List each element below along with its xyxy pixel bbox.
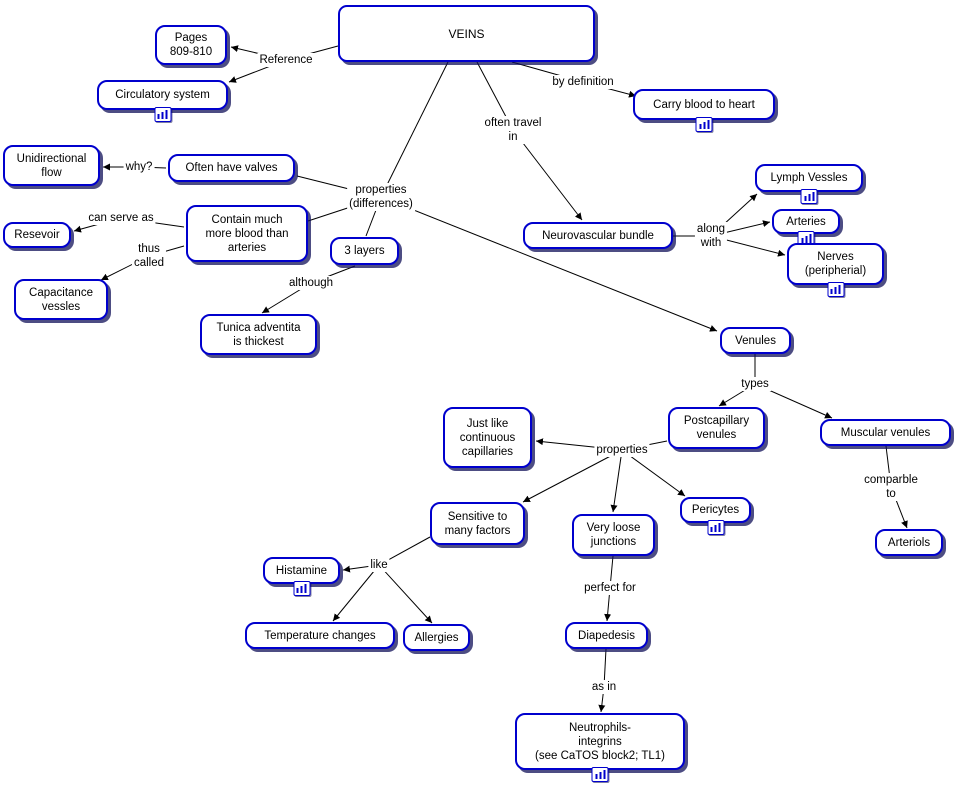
node-nerves-peripherial[interactable]: Nerves (peripherial)	[787, 243, 884, 297]
node-label: Resevoir	[14, 229, 60, 241]
resource-chart-icon[interactable]	[293, 581, 310, 596]
node-label: Tunica adventita is thickest	[216, 321, 301, 348]
node-three-layers[interactable]: 3 layers	[330, 237, 399, 265]
node-label: Lymph Vessles	[770, 172, 848, 184]
link-label-properties-differences[interactable]: properties (differences)	[347, 183, 415, 211]
link-label-thus-called[interactable]: thus called	[131, 242, 167, 270]
node-circulatory-system[interactable]: Circulatory system	[97, 80, 228, 122]
node-label: VEINS	[448, 26, 485, 41]
node-lymph-vessles[interactable]: Lymph Vessles	[755, 164, 863, 204]
node-postcapillary-venules[interactable]: Postcapillary venules	[668, 407, 765, 449]
resource-chart-icon[interactable]	[154, 107, 171, 122]
node-label: Capacitance vessles	[29, 286, 93, 313]
node-label: Arteries	[786, 215, 826, 228]
node-label: Postcapillary venules	[683, 415, 750, 441]
bar-chart-glyph	[801, 234, 811, 243]
node-neutrophils-integrins[interactable]: Neutrophils- integrins (see CaTOS block2…	[515, 713, 685, 782]
node-carry-blood-to-heart[interactable]: Carry blood to heart	[633, 89, 775, 132]
resource-chart-icon[interactable]	[707, 520, 724, 535]
node-sensitive-to-many-factors[interactable]: Sensitive to many factors	[430, 502, 525, 545]
node-capacitance-vessles[interactable]: Capacitance vessles	[14, 279, 108, 320]
node-label: Contain much more blood than arteries	[205, 213, 289, 254]
resource-chart-icon[interactable]	[800, 189, 818, 204]
node-temperature-changes[interactable]: Temperature changes	[245, 622, 395, 649]
link-label-by-definition[interactable]: by definition	[550, 75, 616, 89]
link-label-often-travel-in[interactable]: often travel in	[482, 116, 544, 144]
node-resevoir[interactable]: Resevoir	[3, 222, 71, 248]
node-label: Allergies	[414, 631, 459, 644]
node-neurovascular-bundle[interactable]: Neurovascular bundle	[523, 222, 673, 249]
link-label-can-serve-as[interactable]: can serve as	[86, 211, 156, 225]
link-label-although[interactable]: although	[286, 276, 336, 290]
node-just-like-continuous-capillaries[interactable]: Just like continuous capillaries	[443, 407, 532, 468]
bar-chart-glyph	[157, 110, 168, 119]
node-veins[interactable]: VEINS	[338, 5, 595, 62]
node-label: Neurovascular bundle	[542, 229, 654, 242]
resource-chart-icon[interactable]	[695, 117, 713, 132]
node-contain-more-blood[interactable]: Contain much more blood than arteries	[186, 205, 308, 262]
bar-chart-glyph	[804, 192, 814, 201]
node-label: Unidirectional flow	[16, 152, 87, 179]
link-label-along-with[interactable]: along with	[694, 222, 728, 250]
node-label: 3 layers	[344, 245, 385, 257]
node-label: Histamine	[275, 564, 328, 577]
node-label: Venules	[735, 334, 776, 347]
resource-chart-icon[interactable]	[827, 282, 844, 297]
link-label-why[interactable]: why?	[123, 160, 155, 174]
node-label: Diapedesis	[578, 629, 635, 642]
link-label-like[interactable]: like	[368, 558, 390, 572]
node-arteriols[interactable]: Arteriols	[875, 529, 943, 556]
node-label: Circulatory system	[115, 89, 210, 101]
bar-chart-glyph	[830, 285, 841, 294]
link-label-as-in[interactable]: as in	[589, 680, 619, 694]
bar-chart-glyph	[699, 120, 709, 129]
node-label: Very loose junctions	[586, 522, 641, 548]
node-pages-809-810[interactable]: Pages 809-810	[155, 25, 227, 65]
node-tunica-adventita[interactable]: Tunica adventita is thickest	[200, 314, 317, 355]
node-arteries[interactable]: Arteries	[772, 209, 840, 246]
node-pericytes[interactable]: Pericytes	[680, 497, 751, 535]
link-label-types[interactable]: types	[739, 377, 771, 391]
node-label: Sensitive to many factors	[444, 510, 511, 537]
node-label: Carry blood to heart	[653, 98, 755, 111]
bar-chart-glyph	[595, 770, 605, 779]
bar-chart-glyph	[710, 523, 721, 532]
node-allergies[interactable]: Allergies	[403, 624, 470, 651]
node-histamine[interactable]: Histamine	[263, 557, 340, 596]
link-label-reference[interactable]: Reference	[257, 53, 315, 67]
node-label: Pages 809-810	[169, 32, 213, 58]
bar-chart-glyph	[296, 584, 307, 593]
node-unidirectional-flow[interactable]: Unidirectional flow	[3, 145, 100, 186]
link-label-comparble-to[interactable]: comparble to	[859, 473, 923, 501]
node-muscular-venules[interactable]: Muscular venules	[820, 419, 951, 446]
node-label: Pericytes	[691, 504, 740, 516]
link-label-perfect-for[interactable]: perfect for	[582, 581, 638, 595]
node-label: Arteriols	[887, 536, 931, 549]
node-label: Nerves (peripherial)	[804, 251, 867, 277]
resource-chart-icon[interactable]	[591, 767, 609, 782]
node-diapedesis[interactable]: Diapedesis	[565, 622, 648, 649]
node-very-loose-junctions[interactable]: Very loose junctions	[572, 514, 655, 556]
link-label-properties[interactable]: properties	[594, 443, 650, 457]
node-label: Just like continuous capillaries	[459, 417, 516, 458]
node-label: Often have valves	[185, 162, 278, 174]
node-label: Neutrophils- integrins (see CaTOS block2…	[535, 721, 665, 762]
node-often-have-valves[interactable]: Often have valves	[168, 154, 295, 182]
node-label: Temperature changes	[264, 629, 376, 642]
node-venules[interactable]: Venules	[720, 327, 791, 354]
node-label: Muscular venules	[840, 426, 931, 439]
